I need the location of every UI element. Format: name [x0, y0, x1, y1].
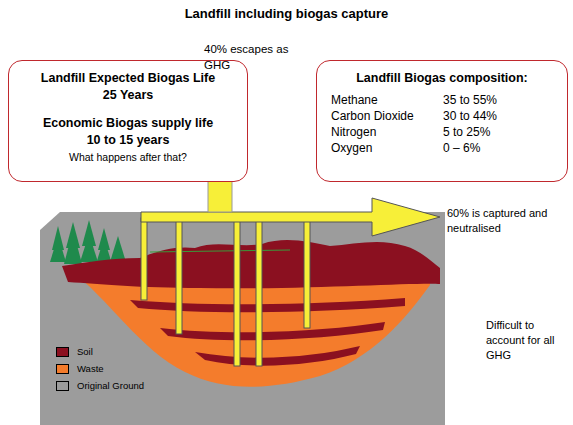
soil-layer [160, 322, 385, 340]
original-ground [40, 212, 445, 425]
gas-wells [141, 218, 310, 366]
box-heading: Landfill Expected Biogas Life [19, 71, 237, 85]
captured-gas-arrow [141, 198, 440, 236]
gas-name: Oxygen [331, 141, 443, 155]
box-text: What happens after that? [19, 151, 237, 163]
box-text: 10 to 15 years [19, 133, 237, 147]
annotation: Difficult to account for all GHG [486, 318, 570, 363]
gas-percentage: 35 to 55% [443, 93, 497, 107]
gas-name: Carbon Dioxide [331, 109, 443, 123]
legend-row: Original Ground [56, 380, 144, 391]
trees [50, 220, 126, 264]
legend-text: Original Ground [77, 380, 144, 391]
gas-name: Methane [331, 93, 443, 107]
legend-swatch [56, 364, 69, 374]
box-text: Economic Biogas supply life [19, 116, 237, 130]
legend-swatch [56, 347, 69, 357]
soil-cap [62, 240, 440, 288]
gas-name: Nitrogen [331, 125, 443, 139]
gas-percentage: 0 – 6% [443, 141, 480, 155]
gas-percentage: 30 to 44% [443, 109, 497, 123]
table-row: Oxygen0 – 6% [327, 141, 557, 155]
info-box: Landfill Biogas composition: Methane35 to… [316, 60, 568, 182]
diagram-title: Landfill including biogas capture [0, 6, 573, 21]
soil-layer [130, 298, 405, 312]
table-row: Nitrogen5 to 25% [327, 125, 557, 139]
legend-text: Soil [77, 346, 93, 357]
box-text: 25 Years [19, 88, 237, 102]
table-row: Carbon Dioxide30 to 44% [327, 109, 557, 123]
legend-swatch [56, 381, 69, 391]
legend-row: Waste [56, 363, 104, 374]
fence-line [150, 250, 290, 252]
info-box: Landfill Expected Biogas Life 25 YearsEco… [8, 60, 248, 182]
gas-percentage: 5 to 25% [443, 125, 490, 139]
box-heading: Landfill Biogas composition: [327, 71, 557, 85]
table-row: Methane35 to 55% [327, 93, 557, 107]
legend-row: Soil [56, 346, 93, 357]
soil-layer [195, 346, 360, 366]
legend-text: Waste [77, 363, 104, 374]
annotation: 60% is captured and neutralised [447, 206, 569, 236]
annotation: 40% escapes as GHG [204, 42, 300, 73]
